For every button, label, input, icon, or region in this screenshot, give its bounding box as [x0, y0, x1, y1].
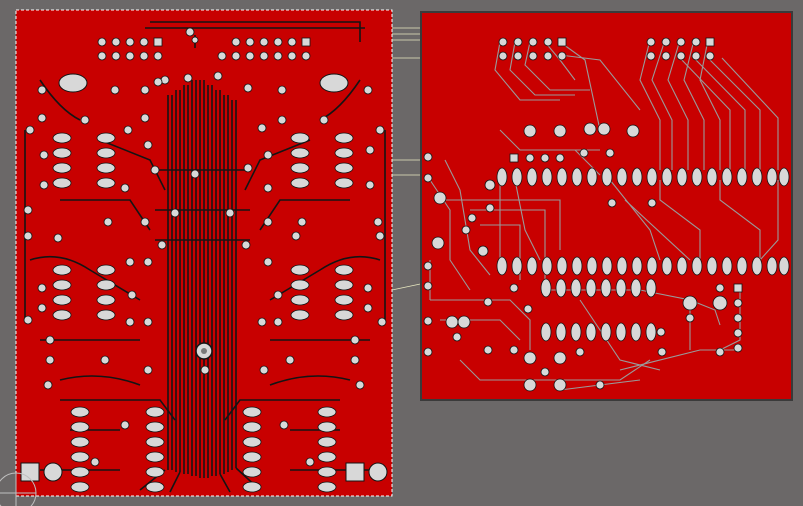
right-board-ic-row-top[interactable]	[496, 167, 790, 187]
left-board-selection-outline	[15, 9, 393, 497]
left-board-power-pad-round[interactable]	[43, 462, 63, 482]
left-board-output-pad-round[interactable]	[368, 462, 388, 482]
right-board[interactable]	[420, 11, 793, 401]
left-board-output-pad-square[interactable]	[345, 462, 365, 482]
right-board-ic-row-middle[interactable]	[496, 256, 790, 276]
left-board-bus-traces	[24, 21, 386, 493]
right-board-traces	[429, 39, 779, 391]
right-board-ic-rows-lower[interactable]	[540, 278, 657, 342]
left-board-component-pads[interactable]	[52, 132, 354, 493]
left-board[interactable]	[0, 9, 393, 506]
right-board-header-left[interactable]	[498, 37, 567, 61]
right-board-misc-pads[interactable]	[423, 122, 743, 392]
origin-crosshair-icon	[0, 472, 37, 506]
right-board-header-right[interactable]	[646, 37, 715, 61]
left-board-oval-pad[interactable]	[58, 73, 88, 93]
left-board-vias	[23, 27, 387, 467]
left-board-oval-pad[interactable]	[319, 73, 349, 93]
left-board-power-pad-square[interactable]	[20, 462, 40, 482]
left-board-mount-hole	[201, 348, 207, 354]
left-board-header-pins[interactable]	[97, 37, 311, 61]
